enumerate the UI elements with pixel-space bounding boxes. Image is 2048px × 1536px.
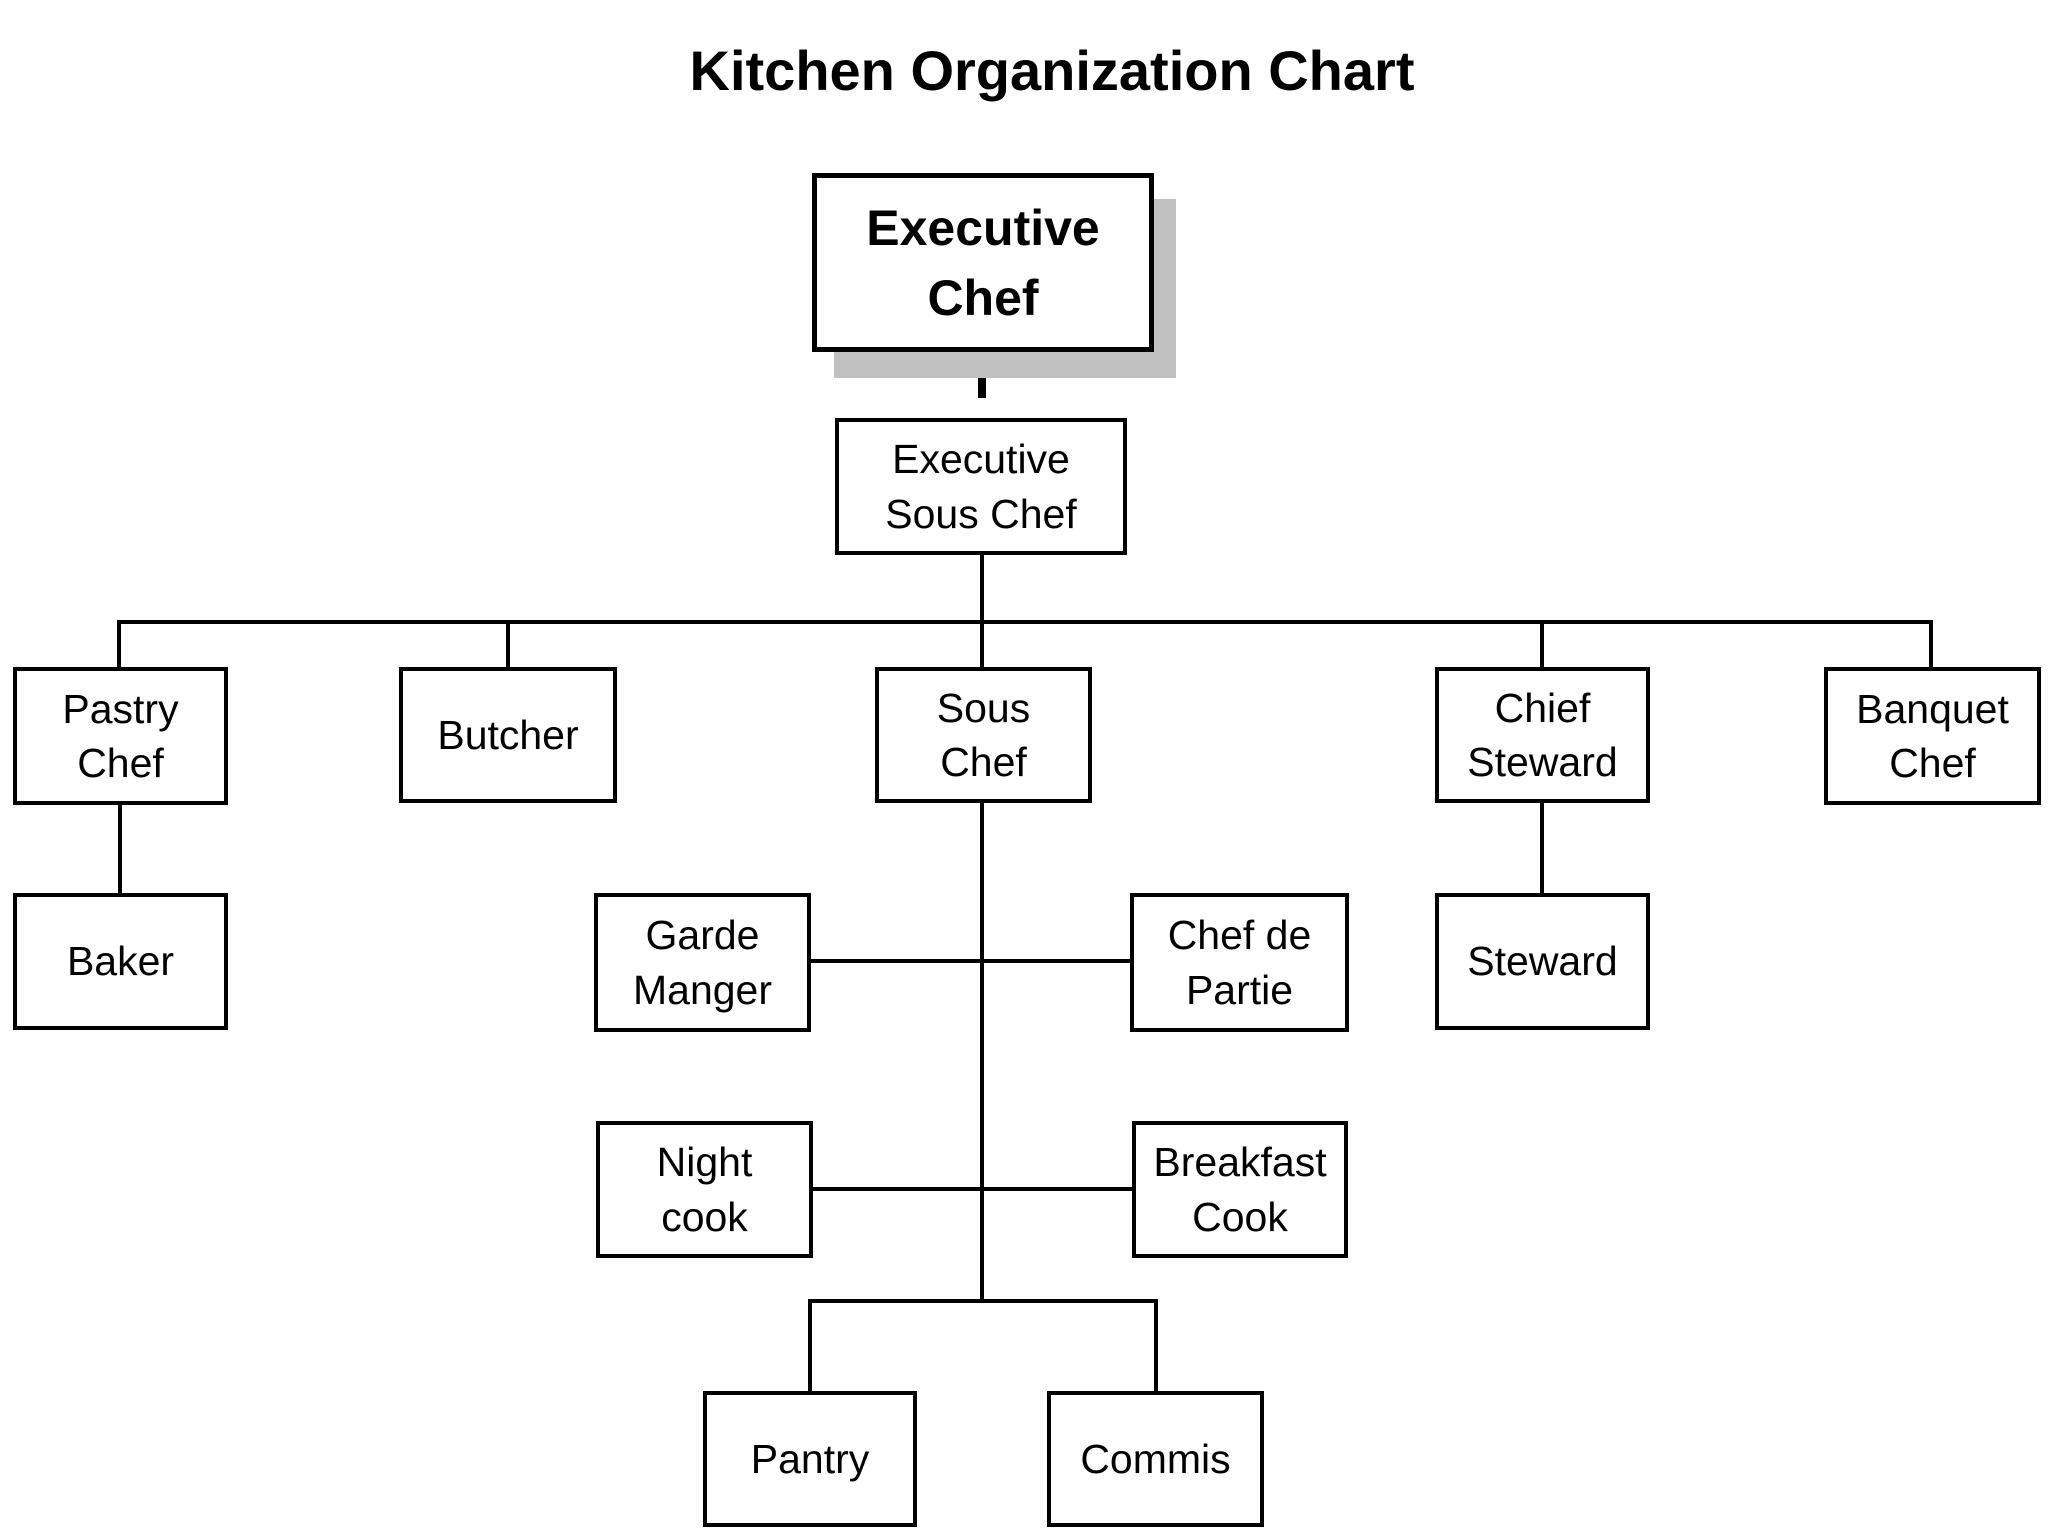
drop-line-commis [1154, 1299, 1158, 1391]
sous-chef-trunk-line [980, 803, 984, 1303]
connector-chief-to-steward [1540, 803, 1544, 893]
node-steward: Steward [1435, 893, 1650, 1030]
node-label-executive-sous-chef: Executive Sous Chef [885, 436, 1077, 537]
node-label-butcher: Butcher [437, 711, 579, 758]
node-butcher: Butcher [399, 667, 617, 803]
node-label-chef-de-partie: Chef de Partie [1167, 912, 1312, 1013]
connector-garde-chefdepartie [811, 959, 1132, 963]
node-label-breakfast-cook: Breakfast Cook [1153, 1139, 1327, 1240]
node-night-cook: Night cook [596, 1121, 813, 1258]
drop-line-pastry-chef [117, 620, 121, 667]
node-label-steward: Steward [1467, 938, 1618, 985]
connector-execchef-to-execsous [978, 360, 986, 398]
node-executive-sous-chef: Executive Sous Chef [835, 418, 1127, 555]
node-label-commis: Commis [1080, 1435, 1231, 1482]
node-label-pantry: Pantry [750, 1435, 870, 1482]
drop-line-chief-steward [1540, 620, 1544, 667]
node-chef-de-partie: Chef de Partie [1130, 893, 1349, 1032]
node-label-garde-manger: Garde Manger [632, 912, 772, 1013]
drop-line-pantry [808, 1299, 812, 1391]
node-pantry: Pantry [703, 1391, 917, 1527]
node-label-banquet-chef: Banquet Chef [1856, 685, 2009, 786]
branch-line-pantry-commis [808, 1299, 1158, 1303]
node-garde-manger: Garde Manger [594, 893, 811, 1032]
node-pastry-chef: Pastry Chef [13, 667, 228, 805]
node-breakfast-cook: Breakfast Cook [1132, 1121, 1348, 1258]
node-label-night-cook: Night cook [656, 1139, 753, 1240]
main-branch-line [117, 620, 1933, 624]
node-chief-steward: Chief Steward [1435, 667, 1650, 803]
node-sous-chef: Sous Chef [875, 667, 1092, 803]
connector-execsous-to-mainline [980, 555, 984, 624]
node-label-sous-chef: Sous Chef [936, 684, 1031, 785]
node-banquet-chef: Banquet Chef [1824, 667, 2041, 805]
node-label-chief-steward: Chief Steward [1467, 684, 1618, 785]
node-label-baker: Baker [66, 938, 175, 985]
node-baker: Baker [13, 893, 228, 1030]
drop-line-butcher [506, 620, 510, 667]
page-title: Kitchen Organization Chart [689, 39, 1415, 102]
connector-night-breakfast [813, 1187, 1134, 1191]
node-commis: Commis [1047, 1391, 1264, 1527]
node-label-pastry-chef: Pastry Chef [62, 685, 179, 786]
drop-line-banquet-chef [1929, 620, 1933, 667]
drop-line-sous-chef [980, 620, 984, 667]
node-label-executive-chef: Executive Chef [866, 199, 1100, 326]
node-executive-chef: Executive Chef [812, 173, 1154, 352]
connector-pastry-to-baker [118, 805, 122, 893]
